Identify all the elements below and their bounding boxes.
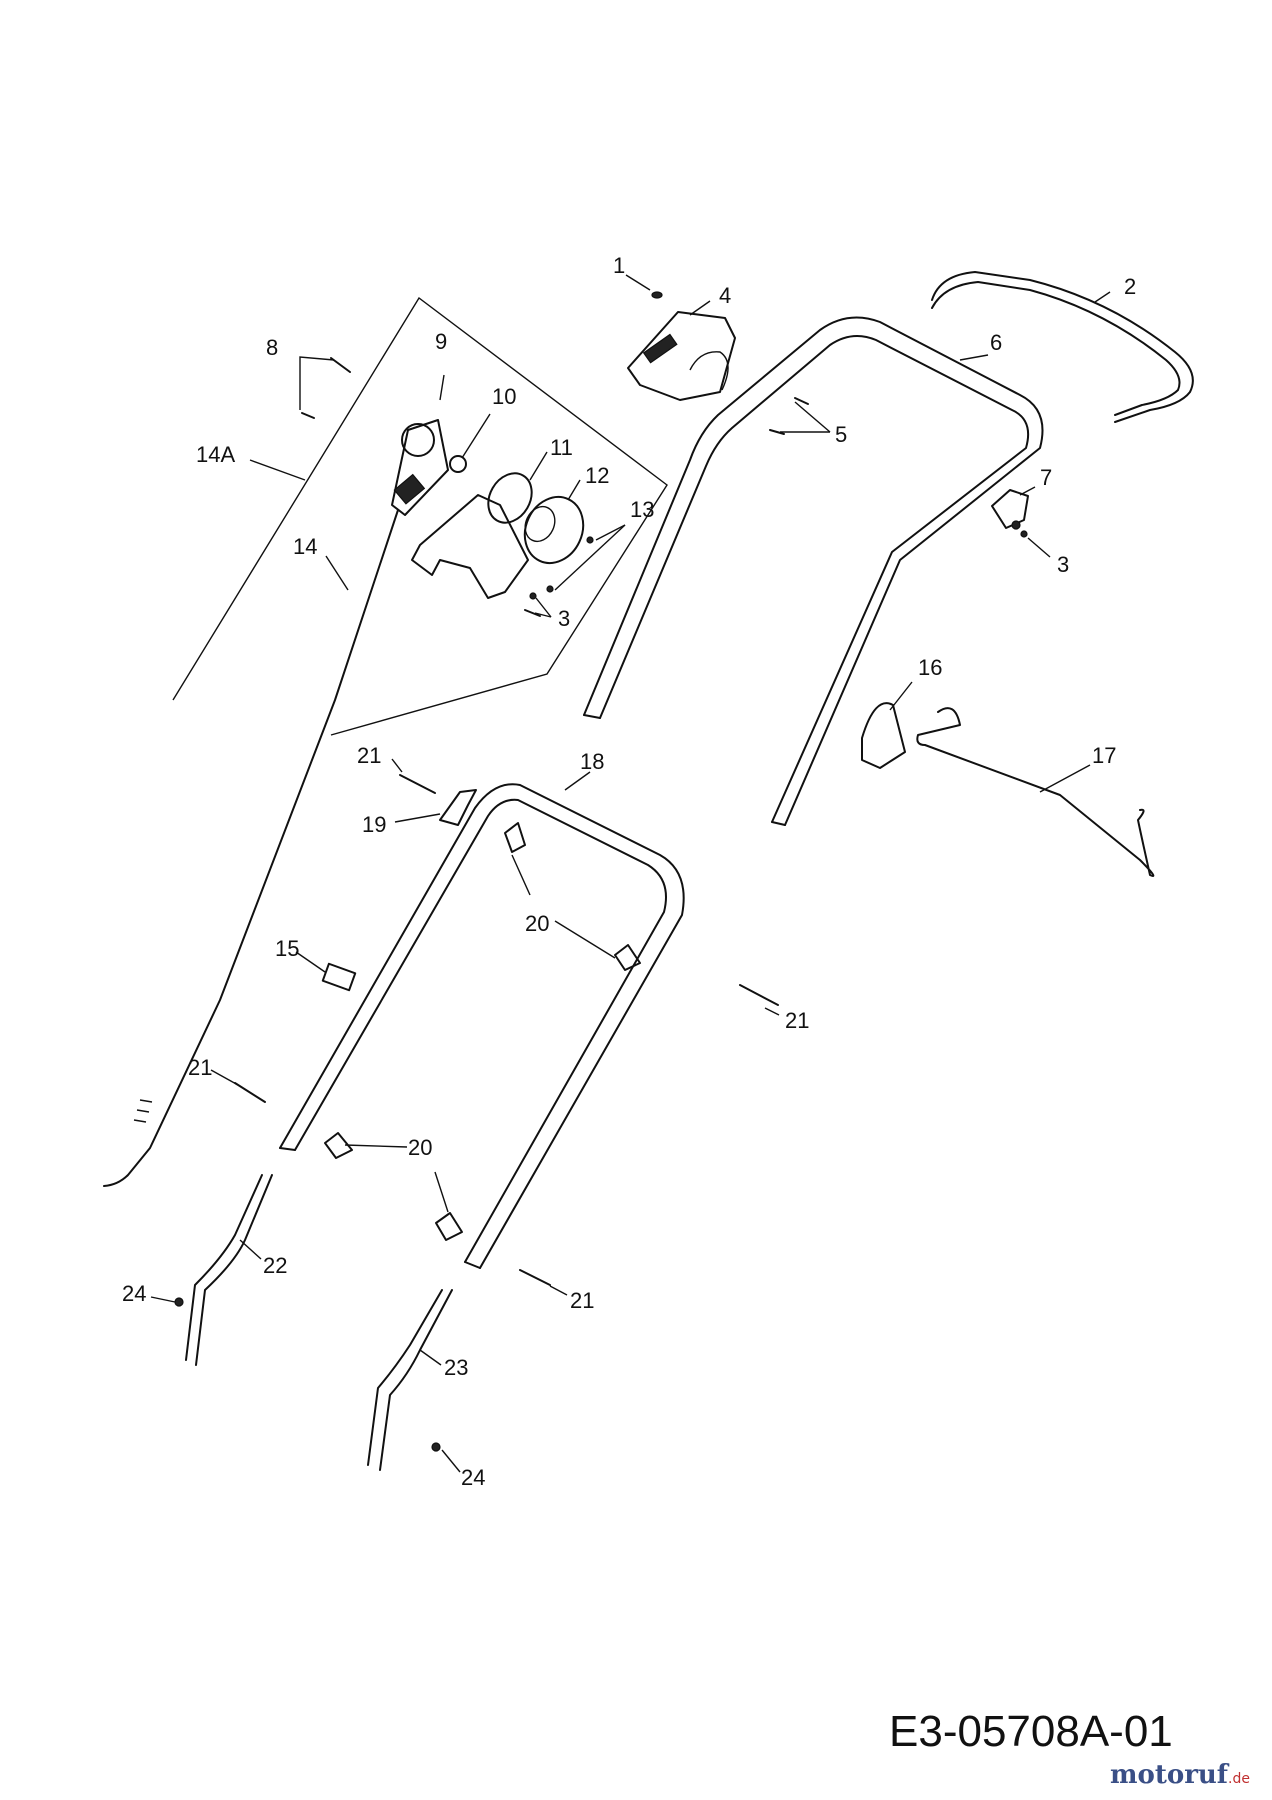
upper-handle-6 <box>583 316 1044 826</box>
rod-17 <box>916 707 1155 877</box>
label-22: 22 <box>263 1253 287 1278</box>
label-21a: 21 <box>357 743 381 768</box>
label-24b: 24 <box>461 1465 485 1490</box>
label-20b: 20 <box>408 1135 432 1160</box>
lower-handle-18 <box>279 783 685 1269</box>
label-13: 13 <box>630 497 654 522</box>
leader-lines <box>150 274 1111 1473</box>
label-3b: 3 <box>558 606 570 631</box>
label-12: 12 <box>585 463 609 488</box>
label-24a: 24 <box>122 1281 146 1306</box>
label-2: 2 <box>1124 274 1136 299</box>
label-7: 7 <box>1040 465 1052 490</box>
label-21b: 21 <box>785 1008 809 1033</box>
label-3a: 3 <box>1057 552 1069 577</box>
screws-8 <box>301 357 351 419</box>
label-4: 4 <box>719 283 731 308</box>
label-9: 9 <box>435 329 447 354</box>
label-21d: 21 <box>570 1288 594 1313</box>
label-23: 23 <box>444 1355 468 1380</box>
watermark-logo: motoruf.de <box>1110 1760 1250 1790</box>
screws-24 <box>174 1297 441 1452</box>
label-14: 14 <box>293 534 317 559</box>
wing-knobs-20 <box>324 822 641 1241</box>
label-15: 15 <box>275 936 299 961</box>
cable-bracket-4 <box>627 311 736 401</box>
control-lever-9 <box>391 419 449 516</box>
screw-3-right <box>1020 530 1028 538</box>
watermark-tld: .de <box>1228 1771 1250 1787</box>
bolts-21 <box>234 774 779 1286</box>
label-6: 6 <box>990 330 1002 355</box>
lower-tubes-22-23 <box>185 1174 453 1471</box>
label-10: 10 <box>492 384 516 409</box>
control-cable-14 <box>103 509 399 1187</box>
kit-14A-outline <box>172 296 668 736</box>
lever-handle-11 <box>411 472 533 599</box>
watermark-name: motoruf <box>1110 1760 1228 1790</box>
cap-12 <box>523 495 585 565</box>
label-17: 17 <box>1092 743 1116 768</box>
cable-connector-15 <box>321 962 357 992</box>
bracket-19 <box>439 789 477 826</box>
drawing-code: E3-05708A-01 <box>889 1707 1173 1756</box>
label-1: 1 <box>613 253 625 278</box>
label-18: 18 <box>580 749 604 774</box>
screws-13-3 <box>524 536 594 617</box>
label-21c: 21 <box>188 1055 212 1080</box>
spring-10 <box>449 455 467 473</box>
label-16: 16 <box>918 655 942 680</box>
label-5: 5 <box>835 422 847 447</box>
bail-lever-2 <box>931 271 1194 423</box>
bracket-16 <box>861 702 906 769</box>
screw-1 <box>651 291 663 299</box>
label-11: 11 <box>550 435 573 460</box>
label-19: 19 <box>362 812 386 837</box>
screws-5 <box>769 397 809 435</box>
cable-clip-7 <box>991 489 1029 530</box>
part-labels: 1 2 3 3 3 4 5 6 7 8 9 10 11 12 13 14 14A… <box>122 253 1136 1490</box>
label-8: 8 <box>266 335 278 360</box>
label-14A: 14A <box>196 442 235 467</box>
label-20a: 20 <box>525 911 549 936</box>
